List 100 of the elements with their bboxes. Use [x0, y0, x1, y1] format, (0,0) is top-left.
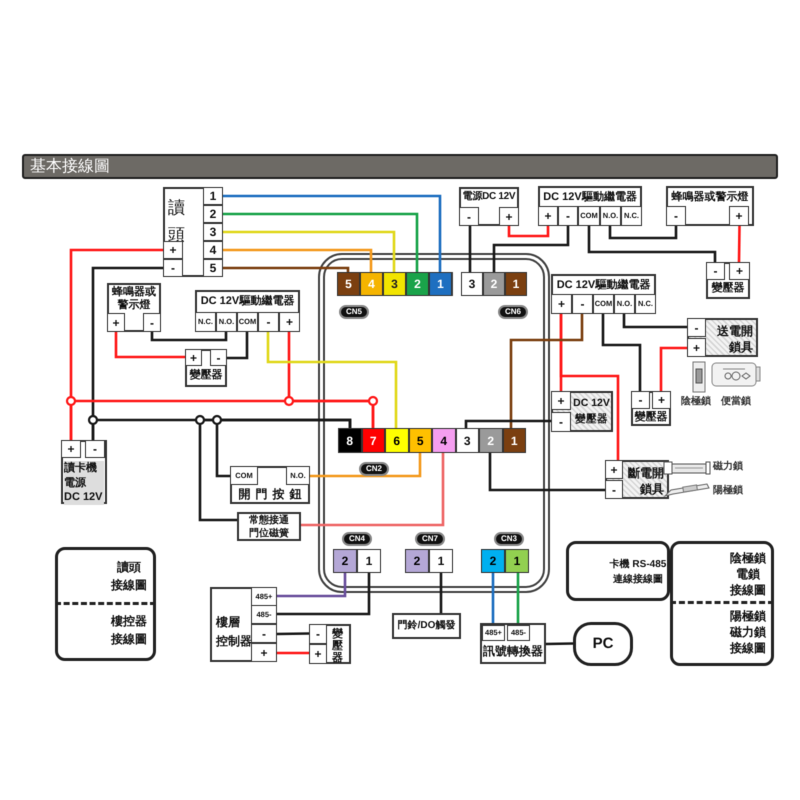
lock-label: 便當鎖	[721, 394, 751, 408]
lock-label: 磁力鎖	[713, 460, 743, 473]
terminal: 5	[408, 428, 432, 453]
component-label: DC 12V驅動繼電器	[542, 191, 638, 204]
controller-board	[318, 253, 550, 593]
terminal: +	[551, 294, 572, 314]
door-sensor-box	[237, 512, 301, 541]
component-label: 開門按鈕	[238, 487, 308, 502]
wire	[198, 418, 352, 522]
terminal: 6	[385, 428, 408, 453]
wire	[608, 226, 678, 240]
qr-panel	[566, 541, 670, 601]
terminal: 5	[203, 259, 223, 277]
terminal: -	[85, 440, 105, 458]
wire	[223, 230, 396, 272]
terminal: +	[687, 338, 706, 357]
wire	[440, 573, 442, 613]
component-label: 送電開鎖具	[717, 323, 753, 356]
lock-label: 陰極鎖	[681, 394, 711, 408]
component-label: 常態接通門位磁簧	[248, 515, 290, 540]
terminal: 7	[362, 428, 385, 453]
terminal: +	[163, 241, 183, 259]
terminal: 2	[483, 272, 505, 296]
transformer-box	[631, 391, 671, 426]
wire	[277, 652, 309, 654]
transformer-box	[309, 624, 351, 664]
wire	[510, 314, 584, 428]
buzzer-box	[107, 283, 161, 332]
terminal: 5	[337, 272, 360, 296]
wire	[266, 332, 398, 428]
wire	[588, 226, 716, 262]
panel-caption: 樓控器接線圖	[110, 613, 148, 648]
terminal: +	[185, 349, 202, 366]
terminal: -	[459, 207, 479, 226]
component-label: 門鈴/DO觸發	[396, 620, 456, 632]
power-supply-box	[459, 187, 519, 226]
buzzer-box	[666, 186, 754, 226]
terminal: -	[666, 206, 686, 226]
terminal: +	[652, 391, 671, 409]
terminal: 2	[479, 428, 502, 453]
relay-box	[538, 186, 642, 226]
terminal: +	[551, 391, 571, 410]
wire	[602, 314, 642, 391]
component-label: 變壓器	[332, 628, 343, 664]
connector-badge: CN7	[415, 532, 445, 546]
exit-button-box	[230, 466, 310, 504]
wire	[622, 314, 687, 328]
panel-caption: 讀頭接線圖	[110, 559, 148, 594]
connector-badge: CN5	[339, 305, 369, 319]
wire	[660, 346, 687, 391]
floor-controller-box	[210, 587, 277, 662]
terminal: -	[251, 624, 277, 643]
terminal: +	[729, 262, 750, 280]
terminal: -	[210, 349, 227, 366]
wire	[223, 266, 350, 272]
terminal: 3	[456, 428, 479, 453]
wire	[468, 226, 472, 272]
trigger-box	[392, 613, 461, 639]
component-label: DC 12V變壓器	[572, 396, 611, 427]
component-label: 讀卡機電源DC 12V	[64, 461, 104, 505]
wire	[288, 332, 374, 428]
terminal: 1	[502, 428, 526, 453]
power-supply-box	[61, 440, 107, 504]
terminal: -	[258, 312, 279, 332]
terminal: +	[729, 206, 749, 226]
wire	[150, 332, 228, 342]
terminal: 1	[203, 187, 223, 205]
terminal: 3	[383, 272, 406, 296]
wire	[546, 642, 574, 646]
terminal: +	[61, 440, 81, 458]
pc-box	[573, 622, 633, 666]
terminal: 2	[481, 549, 505, 573]
terminal: 2	[405, 549, 429, 573]
terminal: +	[107, 313, 125, 332]
terminal: +	[251, 643, 277, 662]
wire	[738, 226, 741, 262]
terminal: 1	[429, 549, 453, 573]
terminal: -	[558, 206, 578, 226]
component-label: 變壓器	[710, 282, 746, 296]
terminal: 4	[432, 428, 456, 453]
wire	[223, 248, 372, 272]
terminal: +	[605, 460, 623, 479]
terminal: -	[309, 624, 327, 644]
wire	[223, 212, 418, 272]
terminal: 1	[505, 549, 529, 573]
component-label: DC 12V驅動繼電器	[556, 279, 652, 292]
terminal: 3	[203, 223, 223, 241]
terminal: 1	[505, 272, 527, 296]
terminal: -	[143, 313, 161, 332]
transformer-box	[706, 262, 750, 299]
wire	[464, 420, 551, 428]
connector-badge: CN6	[498, 305, 528, 319]
terminal: 3	[461, 272, 483, 296]
panel-caption: 陽極鎖磁力鎖接線圖	[728, 608, 767, 657]
connector-badge: CN4	[342, 532, 372, 546]
wire	[492, 226, 570, 272]
transformer-box	[185, 349, 227, 387]
panel-caption: 陰極鎖電鎖接線圖	[728, 550, 767, 599]
lock-box	[687, 318, 758, 357]
component-label: DC 12V驅動繼電器	[200, 295, 296, 308]
